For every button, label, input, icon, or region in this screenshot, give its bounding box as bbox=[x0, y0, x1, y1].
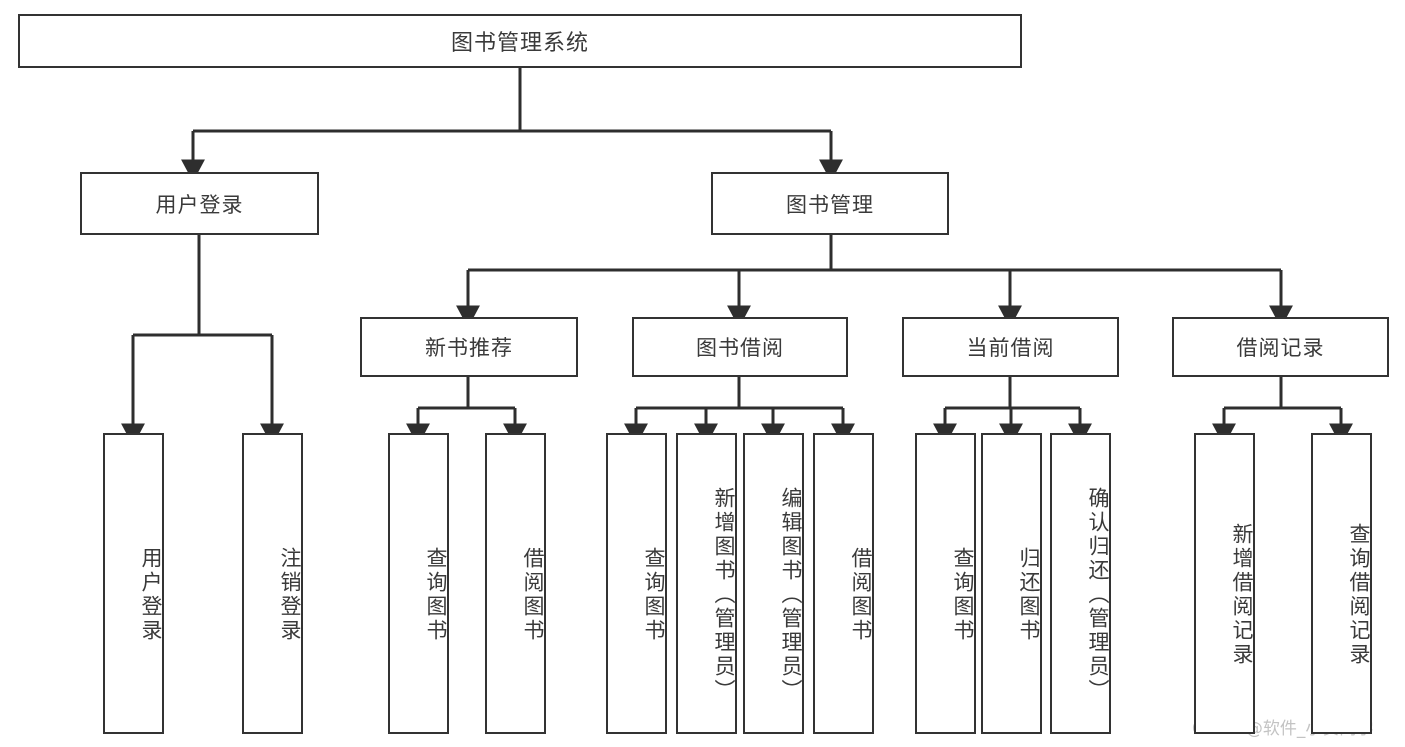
leaf-user-login-login[interactable]: 用户登录 bbox=[103, 433, 164, 734]
leaf-borrow-query-book[interactable]: 查询图书 bbox=[606, 433, 667, 734]
leaf-record-add-record[interactable]: 新增借阅记录 bbox=[1194, 433, 1255, 734]
leaf-new-book-borrow[interactable]: 借阅图书 bbox=[485, 433, 546, 734]
node-borrow-record[interactable]: 借阅记录 bbox=[1172, 317, 1389, 377]
node-new-book-recommend[interactable]: 新书推荐 bbox=[360, 317, 578, 377]
node-root-system[interactable]: 图书管理系统 bbox=[18, 14, 1022, 68]
leaf-borrow-add-book-admin[interactable]: 新增图书（管理员） bbox=[676, 433, 737, 734]
leaf-borrow-edit-book-admin[interactable]: 编辑图书（管理员） bbox=[743, 433, 804, 734]
leaf-record-query-record[interactable]: 查询借阅记录 bbox=[1311, 433, 1372, 734]
leaf-current-return-book[interactable]: 归还图书 bbox=[981, 433, 1042, 734]
leaf-current-query-book[interactable]: 查询图书 bbox=[915, 433, 976, 734]
leaf-current-confirm-return-admin[interactable]: 确认归还（管理员） bbox=[1050, 433, 1111, 734]
node-user-login[interactable]: 用户登录 bbox=[80, 172, 319, 235]
node-book-borrow[interactable]: 图书借阅 bbox=[632, 317, 848, 377]
leaf-new-book-query[interactable]: 查询图书 bbox=[388, 433, 449, 734]
node-current-borrow[interactable]: 当前借阅 bbox=[902, 317, 1119, 377]
leaf-borrow-borrow-book[interactable]: 借阅图书 bbox=[813, 433, 874, 734]
leaf-user-login-logout[interactable]: 注销登录 bbox=[242, 433, 303, 734]
node-book-management[interactable]: 图书管理 bbox=[711, 172, 949, 235]
